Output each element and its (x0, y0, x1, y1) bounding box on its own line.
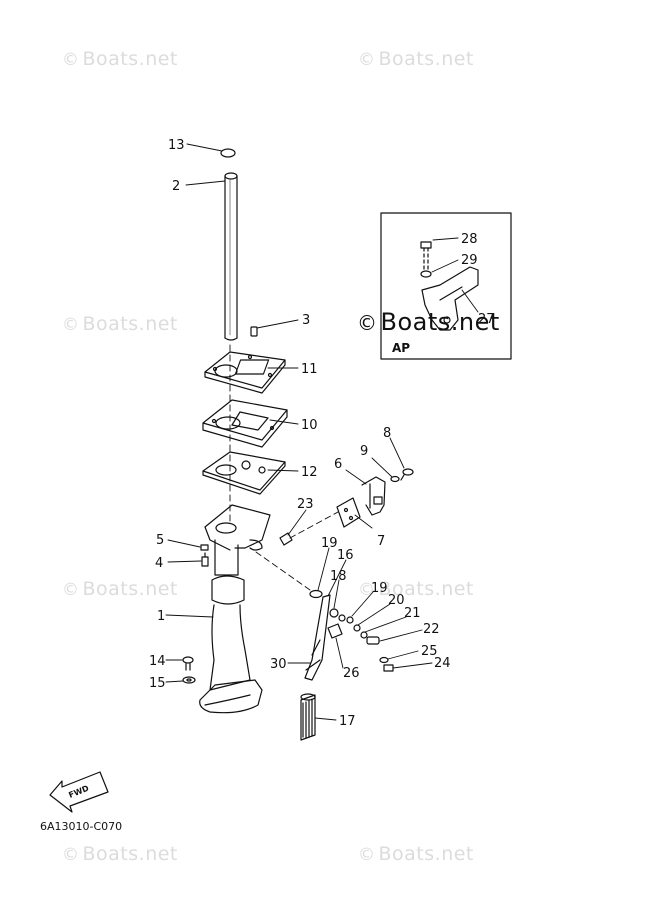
callout-29: 29 (461, 253, 478, 268)
callout-6: 6 (334, 457, 342, 472)
part-12-seal (202, 451, 286, 495)
part-23-clip (279, 532, 293, 546)
callout-23: 23 (297, 497, 314, 512)
part-25-washer (379, 656, 389, 664)
callout-13: 13 (168, 138, 185, 153)
part-24-screw (383, 664, 394, 672)
callout-21: 21 (404, 606, 421, 621)
callout-18: 18 (330, 569, 347, 584)
watermark: ©Boats.net (358, 843, 474, 865)
part-26-nut (327, 623, 343, 639)
callout-15: 15 (149, 676, 166, 691)
callout-25: 25 (421, 644, 438, 659)
callout-7: 7 (377, 534, 385, 549)
part-15-washer (182, 676, 196, 684)
callout-22: 22 (423, 622, 440, 637)
part-20-washer (353, 624, 361, 632)
callout-19-b: 19 (371, 581, 388, 596)
fwd-arrow-icon (49, 771, 109, 813)
part-19-washer-b (346, 616, 354, 624)
fwd-label: FWD (67, 784, 90, 800)
callout-10: 10 (301, 418, 318, 433)
part-13-cap (220, 148, 236, 158)
part-28-bolt (420, 241, 432, 271)
inset-box (380, 212, 512, 360)
callout-8: 8 (383, 426, 391, 441)
part-5-bolt (200, 544, 209, 551)
part-30-lever (304, 594, 331, 681)
callout-1: 1 (157, 609, 165, 624)
part-10-gasket (202, 399, 288, 448)
part-6-bracket (361, 476, 386, 516)
part-29-washer (420, 270, 432, 278)
drawing-code: 6A13010-C070 (40, 820, 123, 833)
callout-3: 3 (302, 313, 310, 328)
part-9-washer (390, 475, 400, 483)
callout-16: 16 (337, 548, 354, 563)
watermark: ©Boats.net (62, 578, 178, 600)
callout-5: 5 (156, 533, 164, 548)
inset-label: AP (392, 341, 410, 355)
callout-19-a: 19 (321, 536, 338, 551)
part-3-pin (250, 326, 258, 337)
watermark: ©Boats.net (62, 843, 178, 865)
callout-20: 20 (388, 593, 405, 608)
part-14-bolt (182, 656, 194, 671)
callout-2: 2 (172, 179, 180, 194)
part-27-bracket (421, 266, 479, 331)
part-11-plate (204, 351, 286, 394)
part-4-grease-nipple (201, 552, 209, 567)
callout-14: 14 (149, 654, 166, 669)
watermark: ©Boats.net (358, 48, 474, 70)
part-19-washer (309, 589, 323, 599)
callout-26: 26 (343, 666, 360, 681)
part-22-pin (366, 636, 380, 645)
part-17-grip (300, 693, 316, 741)
watermark-inset: ©Boats.net (357, 308, 500, 336)
part-21-spring (360, 631, 368, 639)
callout-4: 4 (155, 556, 163, 571)
callout-24: 24 (434, 656, 451, 671)
callout-9: 9 (360, 444, 368, 459)
callouts: 13 2 3 11 10 12 5 4 1 14 15 23 6 7 8 9 1… (149, 138, 495, 729)
callout-12: 12 (301, 465, 318, 480)
callout-11: 11 (301, 362, 318, 377)
callout-17: 17 (339, 714, 356, 729)
part-1-upper-casing (199, 504, 271, 714)
watermark: ©Boats.net (62, 48, 178, 70)
part-7-plate (336, 497, 361, 528)
part-8-screw (400, 468, 414, 481)
callout-27: 27 (478, 312, 495, 327)
part-2-shaft (224, 172, 238, 341)
watermark: ©Boats.net (62, 313, 178, 335)
part-18-bolt (329, 608, 346, 622)
callout-28: 28 (461, 232, 478, 247)
callout-30: 30 (270, 657, 287, 672)
